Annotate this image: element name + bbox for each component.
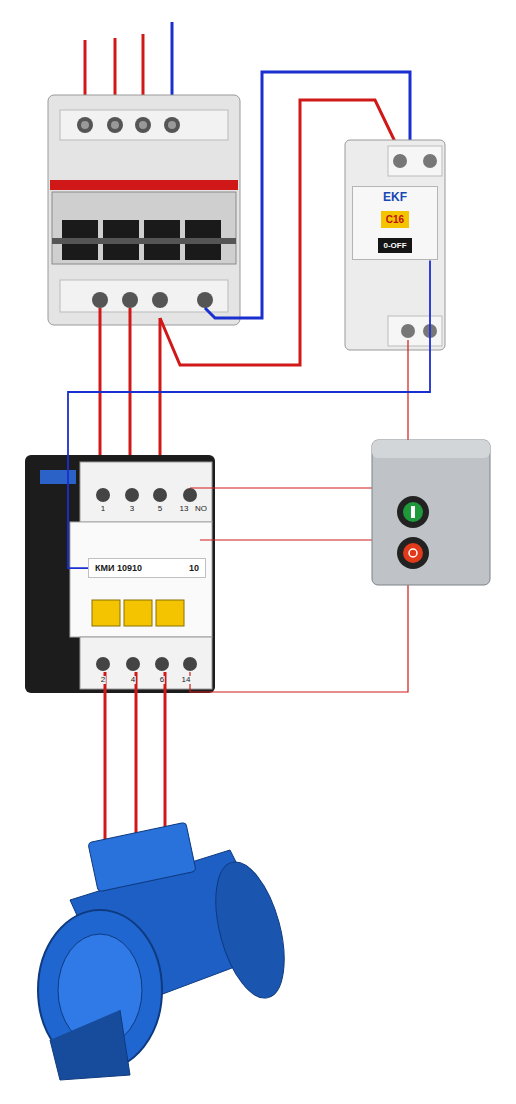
brand-text: EKF	[383, 191, 407, 205]
control-wire	[407, 340, 408, 440]
neutral-wire	[68, 260, 430, 568]
terminal-number: 13	[179, 505, 190, 513]
push-button-station	[372, 440, 490, 585]
rcbo-label: EKF C16 0-OFF	[352, 186, 438, 260]
motor-wire	[135, 672, 138, 836]
control-wire	[200, 539, 372, 540]
terminal-number: 3	[129, 505, 135, 513]
toggle-text: 0-OFF	[378, 238, 411, 253]
motor-wire	[164, 672, 167, 832]
contact-code: 10	[189, 563, 199, 573]
model-text: КМИ 10910	[95, 563, 142, 573]
control-wire	[190, 487, 372, 488]
rating-text: C16	[381, 211, 409, 229]
terminal-number: 6	[159, 676, 165, 684]
terminal-number: NO	[194, 505, 208, 513]
terminal-number: 4	[130, 676, 136, 684]
terminal-number: 2	[100, 676, 106, 684]
terminal-number: 14	[181, 676, 192, 684]
contactor-body	[25, 455, 215, 693]
contactor-nameplate: КМИ 10910 10	[88, 558, 206, 578]
motor-wire	[104, 672, 107, 840]
electric-motor	[38, 822, 297, 1080]
terminal-number: 5	[157, 505, 163, 513]
control-wire	[190, 585, 408, 692]
terminal-number: 1	[100, 505, 106, 513]
four-pole-breaker	[48, 95, 240, 325]
